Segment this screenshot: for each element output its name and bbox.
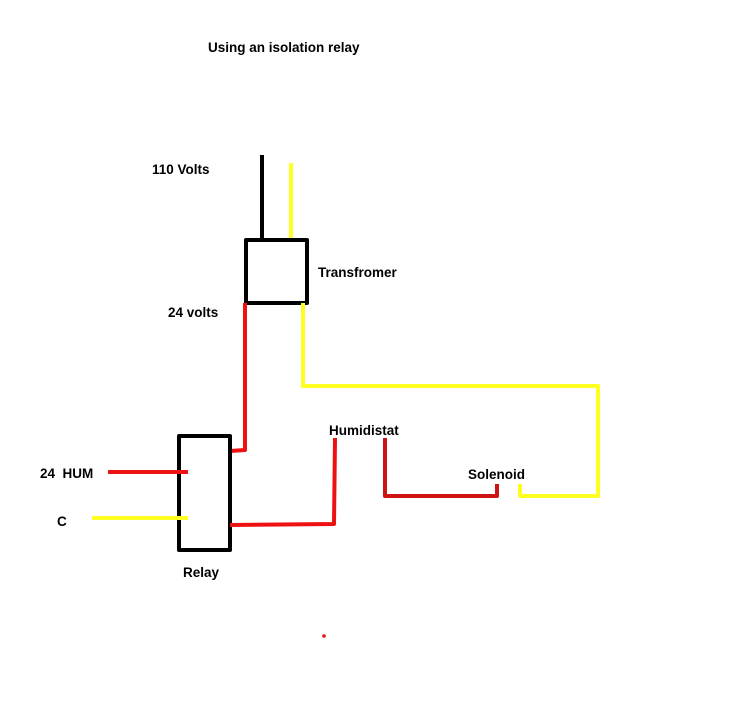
stray-dot	[322, 634, 326, 638]
wire-common-yellow	[301, 303, 600, 498]
label-humidistat: Humidistat	[329, 423, 399, 438]
wire-relay-to-humidistat	[229, 437, 337, 527]
label-solenoid: Solenoid	[468, 467, 525, 482]
wire-24v-red	[229, 303, 247, 453]
label-relay: Relay	[183, 565, 220, 580]
diagram-title: Using an isolation relay	[208, 40, 360, 55]
wire-humidistat-to-solenoid	[383, 438, 499, 498]
label-110-volts: 110 Volts	[152, 162, 210, 177]
transformer-box	[244, 238, 309, 305]
label-24-hum: 24 HUM	[40, 466, 94, 481]
label-24-volts: 24 volts	[168, 305, 219, 320]
label-transformer: Transfromer	[318, 265, 397, 280]
relay-box	[177, 434, 232, 552]
label-c: C	[57, 514, 67, 529]
